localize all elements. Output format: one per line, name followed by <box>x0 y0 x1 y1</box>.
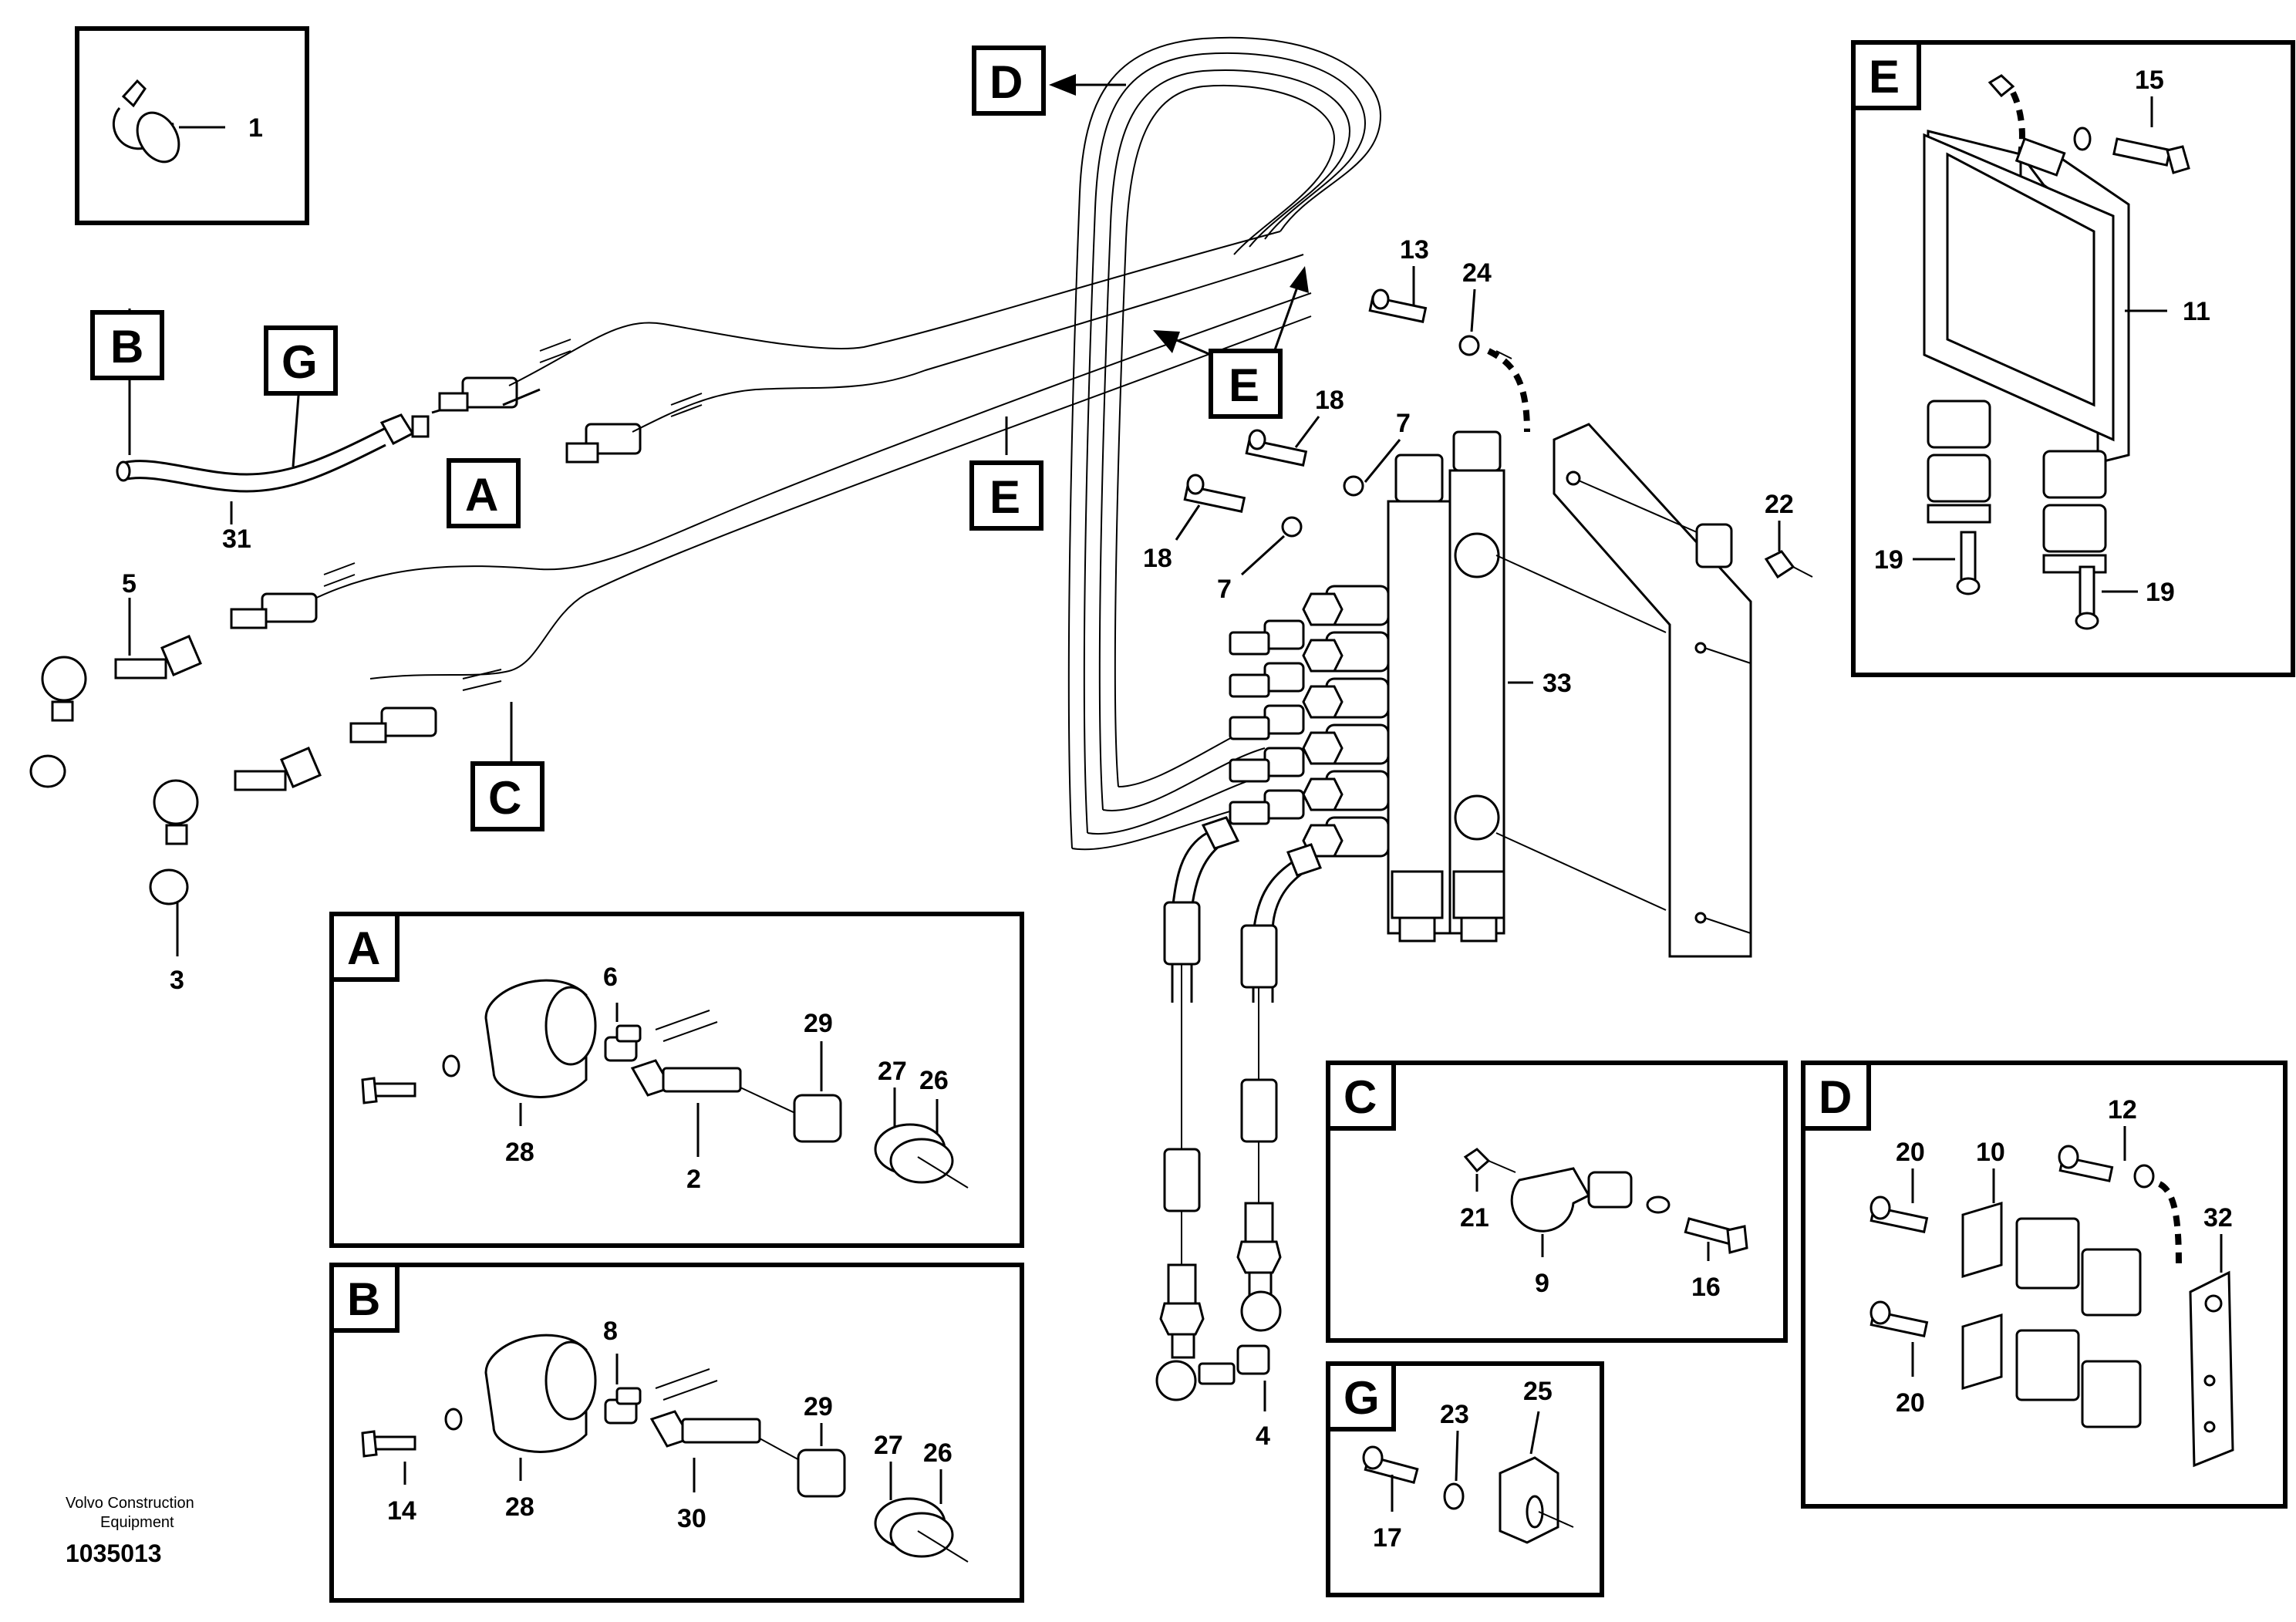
view-tag-c: C <box>488 772 521 824</box>
label-part-18-lower: 18 <box>1143 544 1172 573</box>
inset-a-label-2: 2 <box>686 1165 701 1194</box>
manifold-ports <box>1302 585 1390 858</box>
inset-a-label-6: 6 <box>603 963 618 992</box>
inset-b-label-29: 29 <box>804 1392 833 1421</box>
inset-d-label-10: 10 <box>1976 1138 2005 1167</box>
document-number: 1035013 <box>66 1539 162 1567</box>
label-part-13: 13 <box>1400 235 1429 265</box>
label-part-22: 22 <box>1765 490 1794 519</box>
left-hoses <box>29 231 1312 956</box>
main-callouts: 31 5 3 13 24 18 7 18 7 33 22 4 <box>122 235 1794 1451</box>
inset-a-label-26: 26 <box>919 1066 949 1095</box>
inset-d-label-20-lower: 20 <box>1896 1388 1925 1418</box>
inset-d-label-32: 32 <box>2203 1203 2233 1233</box>
inset-b: B 14 28 8 30 29 27 26 <box>329 1263 1024 1603</box>
inset-e-label-19-left: 19 <box>1874 545 1903 575</box>
inset-g: G 17 23 25 <box>1326 1361 1604 1597</box>
inset-e: E 15 11 19 19 <box>1851 40 2295 677</box>
view-tag-d: D <box>990 56 1023 108</box>
document-footer: Volvo Construction Equipment 1035013 <box>66 1495 194 1567</box>
inset-g-label-17: 17 <box>1373 1523 1402 1553</box>
inset-c-label-16: 16 <box>1691 1273 1721 1302</box>
inset-e-label-19-right: 19 <box>2146 578 2175 607</box>
inset-b-label-14: 14 <box>387 1496 416 1526</box>
loop-hoses <box>1049 36 1382 851</box>
inset-d-letter: D <box>1819 1071 1852 1123</box>
inset-c-label-21: 21 <box>1460 1203 1489 1233</box>
inset-a-label-28: 28 <box>505 1138 534 1167</box>
inset-b-letter: B <box>347 1273 380 1325</box>
inset-c-label-9: 9 <box>1535 1269 1549 1298</box>
label-part-18-upper: 18 <box>1315 386 1344 415</box>
inset-clip-part-1: 1 <box>75 26 309 225</box>
hose-nuts <box>1229 619 1305 825</box>
inset-e-label-11: 11 <box>2183 297 2210 326</box>
view-tag-e-loop: E <box>1229 359 1259 411</box>
label-part-24: 24 <box>1462 258 1492 288</box>
inset-a-letter: A <box>347 922 380 974</box>
inset-e-letter: E <box>1869 51 1900 103</box>
inset-c-letter: C <box>1344 1071 1377 1123</box>
label-part-1: 1 <box>248 113 263 143</box>
label-part-31: 31 <box>222 524 251 554</box>
manifold-assembly <box>1155 288 1813 1411</box>
label-part-3: 3 <box>170 966 184 995</box>
view-tag-e-hose: E <box>990 471 1020 523</box>
label-part-33: 33 <box>1542 669 1572 698</box>
view-tags: B G A E D E C <box>90 46 1283 831</box>
publisher-line-1: Volvo Construction <box>66 1495 194 1512</box>
inset-b-label-26: 26 <box>923 1438 952 1468</box>
view-tag-g: G <box>282 336 318 388</box>
inset-d-label-12: 12 <box>2108 1095 2137 1125</box>
inset-e-label-15: 15 <box>2135 66 2164 95</box>
inset-b-label-27: 27 <box>874 1431 903 1460</box>
inset-b-label-28: 28 <box>505 1492 534 1522</box>
publisher-line-2: Equipment <box>100 1514 174 1531</box>
inset-b-label-30: 30 <box>677 1504 706 1533</box>
inset-g-letter: G <box>1344 1372 1380 1424</box>
inset-a-label-29: 29 <box>804 1009 833 1038</box>
inset-g-label-25: 25 <box>1523 1377 1553 1406</box>
inset-c: C 21 9 16 <box>1326 1061 1788 1343</box>
inset-a: A 28 6 2 29 27 26 <box>329 912 1024 1248</box>
label-part-4: 4 <box>1256 1421 1270 1451</box>
label-part-7-lower: 7 <box>1217 575 1232 604</box>
inset-d-label-20-upper: 20 <box>1896 1138 1925 1167</box>
view-tag-b: B <box>110 321 143 373</box>
inset-b-label-8: 8 <box>603 1317 618 1346</box>
view-tag-a: A <box>465 469 498 521</box>
inset-d: D 20 20 10 12 32 <box>1801 1061 2288 1509</box>
inset-a-label-27: 27 <box>878 1057 907 1086</box>
label-part-5: 5 <box>122 569 137 599</box>
inset-g-label-23: 23 <box>1440 1400 1469 1429</box>
label-part-7-upper: 7 <box>1396 409 1411 438</box>
